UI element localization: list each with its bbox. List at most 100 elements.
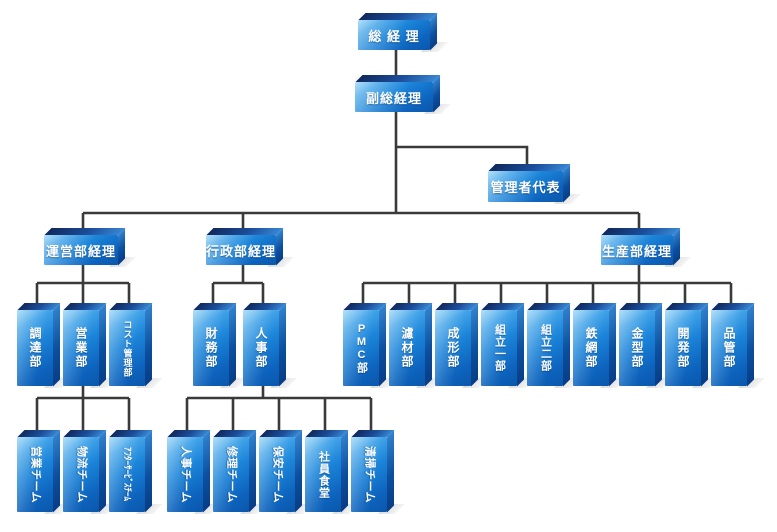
box-front-face: [63, 310, 99, 386]
box-front-face: [435, 310, 471, 386]
org-node-molding: 成形部: [435, 303, 489, 388]
box-right-face: [145, 430, 152, 512]
box-top-face: [358, 13, 438, 20]
org-node-sales-team: 営業チーム: [17, 430, 71, 514]
org-node-admin-mgr: 行政部経理: [206, 228, 294, 267]
box-right-face: [430, 13, 437, 50]
org-node-label: 開発部: [676, 327, 690, 369]
box-right-face: [295, 430, 302, 512]
org-node-finance: 財務部: [193, 303, 247, 388]
box-front-face: [711, 310, 747, 386]
org-node-label: 生産部経理: [601, 243, 672, 259]
org-node-label: 運営部経理: [45, 243, 116, 259]
org-node-cleaning-team: 清掃チーム: [351, 430, 405, 514]
box-front-face: [259, 437, 295, 512]
box-front-face: [17, 310, 53, 386]
box-front-face: [665, 310, 701, 386]
box-front-face: [358, 20, 430, 50]
org-node-label: 清掃チーム: [363, 445, 376, 504]
org-node-assembly1: 組立一部: [481, 303, 535, 388]
box-front-face: [17, 437, 53, 512]
org-node-hr: 人事部: [243, 303, 297, 388]
box-front-face: [109, 437, 145, 512]
box-front-face: [343, 310, 379, 386]
org-node-label: 副総経理: [365, 90, 422, 106]
box-front-face: [193, 310, 229, 386]
org-node-ops-mgr: 運営部経理: [44, 228, 136, 267]
box-right-face: [53, 430, 60, 512]
org-node-deputy-gm: 副総経理: [355, 75, 451, 114]
org-node-logistics-team: 物流チーム: [63, 430, 117, 514]
box-top-face: [601, 228, 681, 235]
org-node-cafeteria: 社員食堂: [305, 430, 359, 514]
org-node-development: 開発部: [665, 303, 719, 388]
org-node-mgmt-rep: 管理者代表: [488, 164, 581, 204]
link-admin-group: [211, 263, 265, 315]
box-right-face: [609, 303, 616, 386]
box-front-face: [389, 310, 425, 386]
box-right-face: [341, 430, 348, 512]
box-top-face: [488, 164, 571, 171]
box-right-face: [53, 303, 60, 386]
org-node-label: 営業部: [74, 327, 88, 369]
box-front-face: [167, 437, 203, 512]
org-node-prod-mgr: 生産部経理: [601, 228, 691, 267]
org-node-label: 金型部: [630, 327, 644, 369]
box-front-face: [206, 235, 276, 265]
box-front-face: [619, 310, 655, 386]
box-right-face: [563, 303, 570, 386]
box-front-face: [527, 310, 563, 386]
org-node-wire-mesh: 鉄網部: [573, 303, 627, 388]
box-top-face: [355, 75, 441, 82]
link-main-line: [81, 211, 641, 240]
org-node-label: 品管部: [722, 327, 736, 369]
org-node-repair-team: 修理チーム: [213, 430, 267, 514]
org-node-after-service-team: ｱﾌﾀｰｻｰﾋﾞｽﾁｰﾑ: [109, 430, 163, 514]
org-node-label: 修理チーム: [225, 445, 238, 504]
box-front-face: [213, 437, 249, 512]
org-node-security-team: 保安チーム: [259, 430, 313, 514]
link-prod-group: [361, 263, 733, 315]
box-front-face: [573, 310, 609, 386]
box-front-face: [44, 235, 118, 265]
link-ops-group: [35, 263, 131, 315]
org-node-label: コスト管理部: [122, 319, 133, 377]
link-sales-teams: [35, 384, 131, 442]
org-node-ceo: 総 経 理: [358, 13, 448, 52]
link-hr-teams: [185, 384, 373, 442]
box-right-face: [229, 303, 236, 386]
box-right-face: [701, 303, 708, 386]
org-node-label: 行政部経理: [206, 243, 277, 259]
box-front-face: [481, 310, 517, 386]
org-node-pmc: PMC部: [343, 303, 397, 388]
org-node-label: 濾材部: [400, 327, 414, 369]
box-right-face: [276, 228, 283, 265]
org-node-assembly2: 組立二部: [527, 303, 581, 388]
box-right-face: [249, 430, 256, 512]
box-front-face: [351, 437, 387, 512]
box-right-face: [99, 303, 106, 386]
box-right-face: [655, 303, 662, 386]
org-node-label: 人事チーム: [179, 445, 192, 504]
box-right-face: [673, 228, 680, 265]
org-node-label: ｱﾌﾀｰｻｰﾋﾞｽﾁｰﾑ: [122, 447, 133, 502]
box-top-face: [44, 228, 126, 235]
org-node-label: 成形部: [446, 327, 460, 369]
org-node-cost-mgmt: コスト管理部: [109, 303, 163, 388]
box-right-face: [433, 75, 440, 112]
box-front-face: [305, 437, 341, 512]
org-node-label: 財務部: [204, 327, 218, 369]
box-front-face: [243, 310, 279, 386]
org-node-label: 社員食堂: [317, 450, 330, 499]
box-front-face: [355, 82, 433, 112]
org-node-label: 人事部: [254, 327, 268, 369]
box-right-face: [379, 303, 386, 386]
box-front-face: [488, 171, 563, 202]
box-right-face: [425, 303, 432, 386]
org-node-label: 調達部: [28, 327, 42, 369]
box-right-face: [145, 303, 152, 386]
box-right-face: [118, 228, 125, 265]
box-right-face: [99, 430, 106, 512]
